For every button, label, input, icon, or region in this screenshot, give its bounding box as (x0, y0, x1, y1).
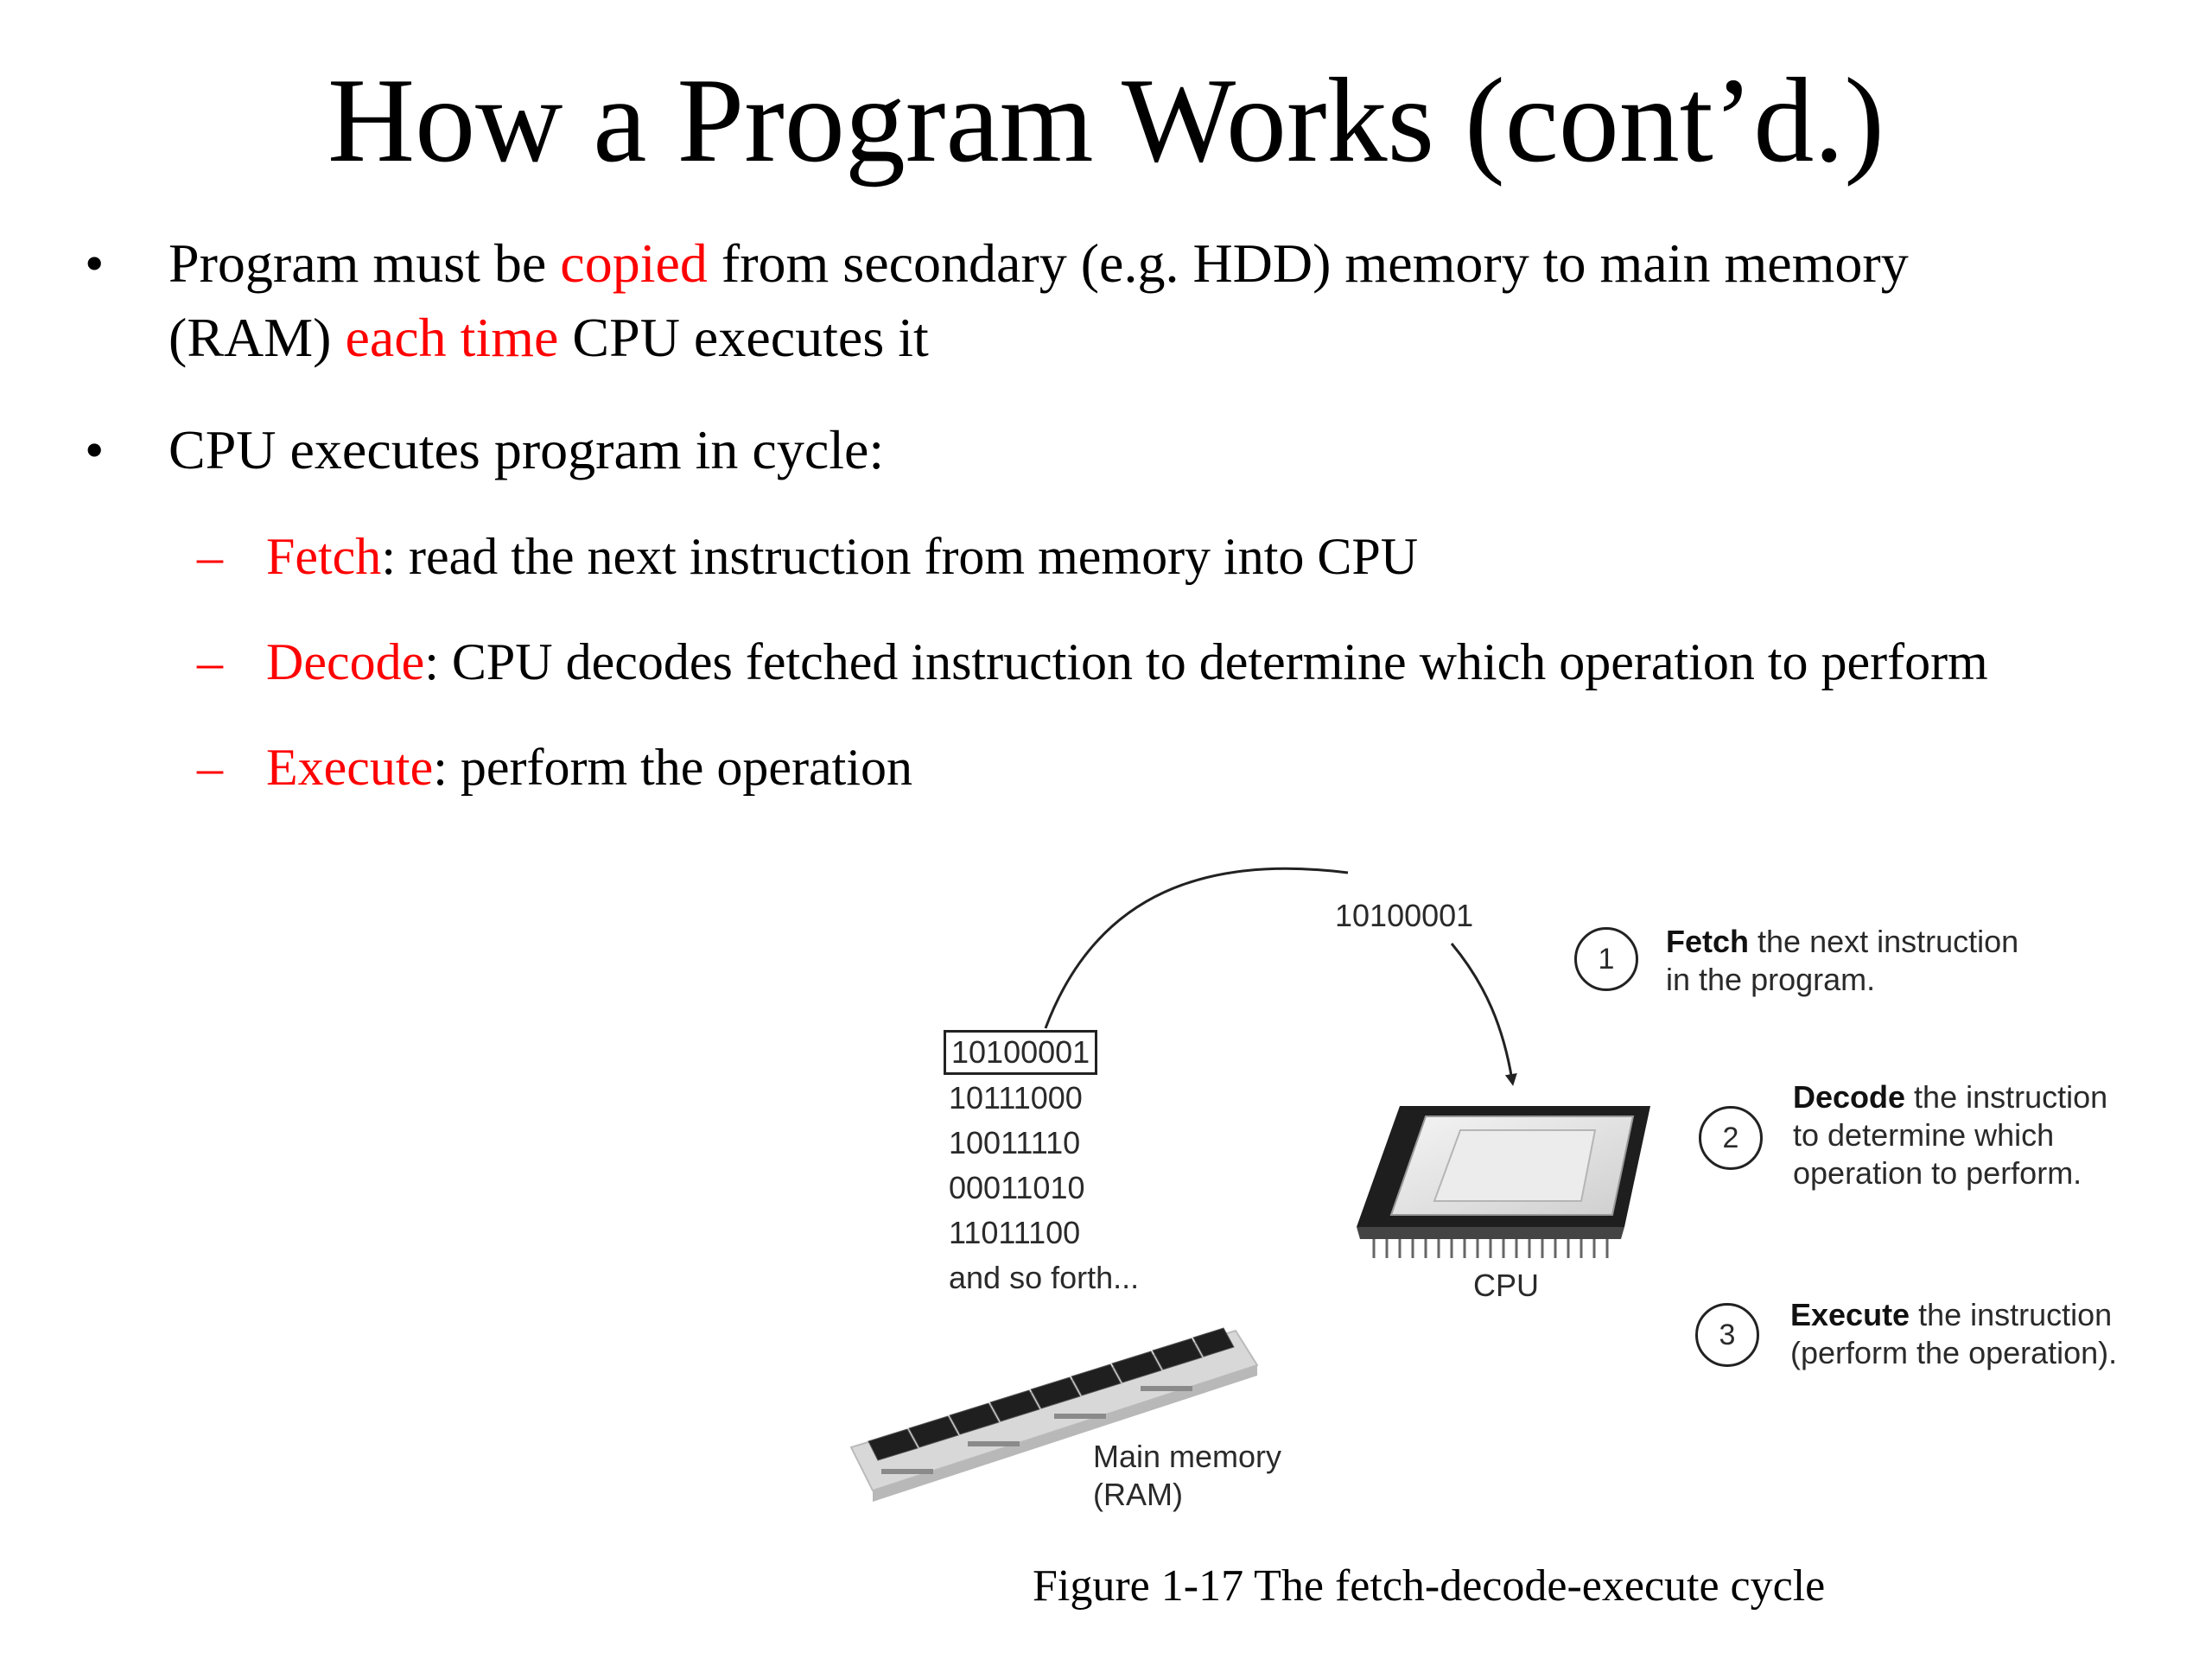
step-3-circle: 3 (1695, 1303, 1759, 1367)
transfer-arrow (1450, 943, 1517, 1086)
subbullet-fetch: Fetch: read the next instruction from me… (266, 522, 2193, 591)
step-line: (perform the operation). (1790, 1335, 2118, 1370)
step-line: Execute the instruction (1790, 1296, 2117, 1334)
bullet-marker: • (85, 419, 105, 480)
text-segment: Program must be (168, 232, 561, 294)
ram-label: Main memory (RAM) (1093, 1438, 1281, 1514)
subbullet-marker: – (197, 739, 223, 796)
subbullet-decode: Decode: CPU decodes fetched instruction … (266, 627, 2193, 696)
ram-module-icon (849, 1327, 1259, 1502)
highlight-each-time: each time (345, 307, 559, 368)
bullet-marker: • (85, 232, 105, 294)
bullet-copy-program: Program must be copied from secondary (e… (168, 226, 2173, 375)
term-fetch: Fetch (266, 528, 382, 585)
step-line: Decode the instruction (1793, 1078, 2107, 1116)
step-2-text: Decode the instruction to determine whic… (1793, 1078, 2107, 1192)
step-1-keyword: Fetch (1666, 924, 1750, 959)
memory-word: 00011010 (949, 1170, 1085, 1205)
bullet-copy-line-1: Program must be copied from secondary (e… (168, 226, 2173, 301)
step-line: to determine which (1793, 1117, 2055, 1153)
text-segment: : read the next instruction from memory … (381, 528, 1419, 585)
step-line: in the program. (1666, 962, 1876, 997)
text-segment: the instruction (1910, 1297, 2113, 1332)
subbullet-execute: Execute: perform the operation (266, 733, 2193, 802)
text-segment: (RAM) (168, 307, 346, 368)
step-1-circle: 1 (1574, 927, 1638, 991)
step-line: operation to perform. (1793, 1155, 2082, 1191)
ram-label-line: Main memory (1093, 1439, 1282, 1474)
bullet-copy-line-2: (RAM) each time CPU executes it (168, 301, 2173, 375)
subbullet-marker: – (197, 528, 223, 585)
text-segment: from secondary (e.g. HDD) memory to main… (707, 232, 1909, 294)
step-3-text: Execute the instruction (perform the ope… (1790, 1296, 2117, 1372)
ram-label-line: (RAM) (1093, 1477, 1183, 1512)
highlight-copied: copied (560, 232, 708, 294)
term-decode: Decode (266, 633, 425, 690)
memory-word: 10011110 (949, 1125, 1081, 1160)
step-3-keyword: Execute (1790, 1297, 1910, 1332)
step-line: Fetch the next instruction (1666, 923, 2018, 961)
memory-word: 10111000 (949, 1080, 1083, 1116)
term-execute: Execute (266, 739, 434, 796)
transfer-arc (1044, 867, 1349, 1029)
figure-caption: Figure 1-17 The fetch-decode-execute cyc… (1033, 1561, 1826, 1611)
text-segment: CPU executes it (558, 307, 929, 368)
slide-title: How a Program Works (cont’d.) (327, 54, 1885, 188)
text-segment: : CPU decodes fetched instruction to det… (424, 633, 1988, 690)
step-2-keyword: Decode (1793, 1079, 1906, 1115)
transfer-label: 10100001 (1335, 898, 1474, 933)
subbullet-marker: – (197, 633, 223, 690)
memory-word: 11011100 (949, 1215, 1081, 1250)
bullet-cpu-cycle: CPU executes program in cycle: (168, 419, 885, 480)
text-segment: : perform the operation (433, 739, 913, 796)
text-segment: the instruction (1905, 1079, 2108, 1115)
memory-word: and so forth... (949, 1260, 1140, 1295)
cpu-label: CPU (1473, 1268, 1540, 1303)
memory-word-highlighted: 10100001 (944, 1030, 1098, 1075)
step-1-text: Fetch the next instruction in the progra… (1666, 923, 2018, 999)
cpu-chip-icon (1357, 1106, 1650, 1258)
text-segment: the next instruction (1749, 924, 2019, 959)
step-2-circle: 2 (1699, 1106, 1763, 1170)
